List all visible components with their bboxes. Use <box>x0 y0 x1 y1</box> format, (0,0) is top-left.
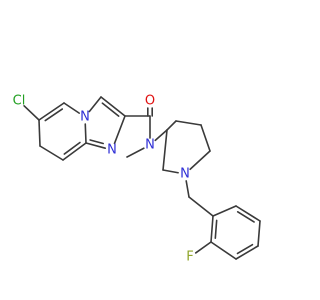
bond-b6-b1 <box>212 205 237 217</box>
bond-p5-p6 <box>200 124 211 152</box>
bond-b2-f <box>194 241 212 254</box>
bond-c3-c2 <box>100 96 126 117</box>
bond-p4-p5 <box>175 120 202 126</box>
atom-label-namide: N <box>145 138 155 153</box>
bond-p6-np <box>189 150 211 171</box>
bond-b3-b4-second-line <box>236 243 254 255</box>
bond-np-ch2 <box>185 180 190 198</box>
bond-b1-b2-second-line <box>214 219 218 239</box>
bond-b3-b4 <box>235 245 259 260</box>
bond-b1-b2 <box>210 215 214 243</box>
bond-cl-c6 <box>23 105 40 121</box>
bond-b5-b6 <box>235 205 261 222</box>
bond-c8-c7 <box>39 145 64 161</box>
atom-label-cl: Cl <box>13 94 26 109</box>
bond-b4-b5 <box>257 220 261 247</box>
bond-c8a-c8-second-line <box>63 141 81 155</box>
bond-n1-c8a-second-line <box>89 139 104 145</box>
bond-c8a-c8 <box>62 142 87 161</box>
molecule-diagram: ClN N O N N F <box>13 94 261 265</box>
bond-namide-me <box>126 147 145 158</box>
bond-p2-p3 <box>162 129 168 171</box>
bond-c6-c5 <box>38 102 65 121</box>
bond-n1-c8a <box>85 142 107 149</box>
atom-label-n1: N <box>107 143 117 158</box>
bond-c7-c6 <box>38 119 41 147</box>
bond-ch2-b1 <box>188 196 214 217</box>
atom-label-n4: N <box>80 110 90 125</box>
bond-n4-c3 <box>88 96 102 113</box>
atom-label-o: O <box>145 94 155 109</box>
atom-label-f: F <box>186 250 193 265</box>
bond-c6-c5-second-line <box>44 108 64 122</box>
bond-n4-c8a <box>84 123 87 144</box>
bond-c3-c2-second-line <box>101 102 120 117</box>
bonds-layer <box>23 96 261 260</box>
bond-np-p2 <box>162 169 179 174</box>
bond-p3-p4 <box>166 120 177 131</box>
atoms-layer: ClN N O N N F <box>13 94 194 265</box>
bond-b5-b6-second-line <box>236 210 255 223</box>
atom-label-np: N <box>180 167 190 182</box>
bond-c5-n4 <box>63 102 80 114</box>
bond-b2-b3 <box>210 241 237 260</box>
bond-c2-n1 <box>113 115 126 145</box>
bond-namide-p3 <box>154 129 168 142</box>
